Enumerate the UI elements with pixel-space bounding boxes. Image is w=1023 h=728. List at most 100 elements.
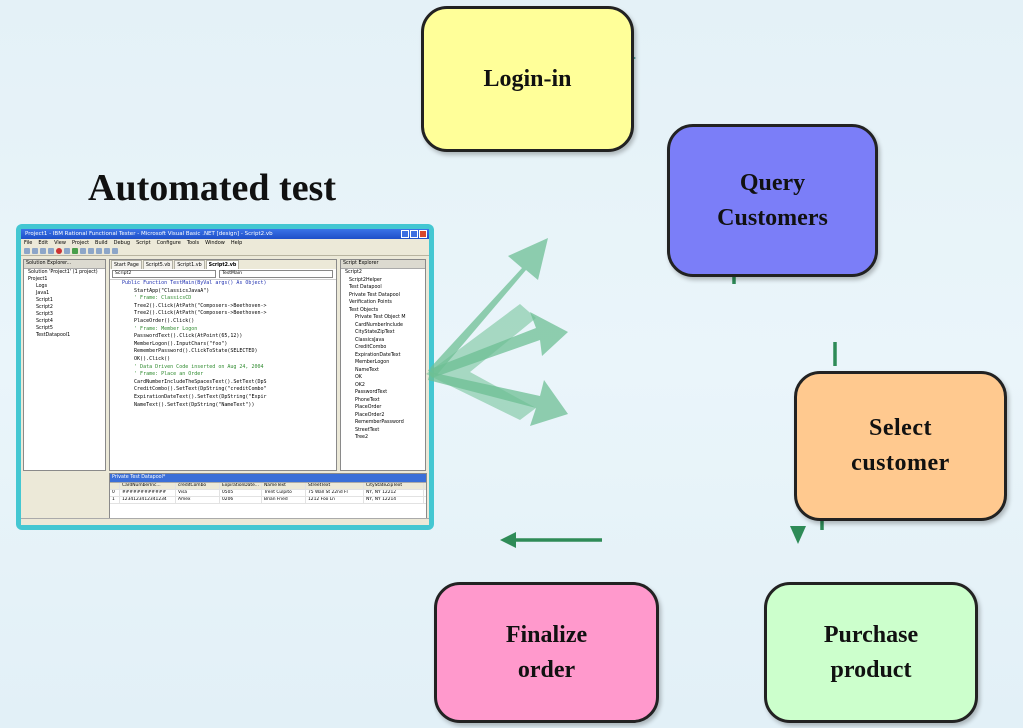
menu-item: Edit — [38, 240, 49, 246]
datapool-column-header: ExpirationDate... — [220, 483, 262, 489]
fan-arrow-upper — [430, 238, 548, 376]
tree-item: Solution 'Project1' (1 project) — [28, 270, 98, 275]
datapool-column-header: CardNumberInc... — [120, 483, 176, 489]
find-icon — [96, 248, 102, 254]
method-dropdown: TestMain — [219, 270, 333, 278]
step-purchase-product: Purchase product — [764, 582, 978, 723]
code-line: RememberPassword().ClickToState(SELECTED… — [122, 348, 258, 355]
editor-dropdowns: Script2 TestMain — [110, 269, 336, 280]
ide-screenshot: Project1 - IBM Rational Functional Teste… — [16, 224, 434, 530]
datapool-column-header: creditCombo — [176, 483, 220, 489]
editor-tab: Script1.vb — [174, 260, 205, 269]
step-purchase-label: Purchase product — [823, 621, 919, 683]
menu-item: View — [54, 240, 66, 246]
code-line: NameText().SetText(DpString("NameText")) — [122, 401, 255, 408]
tree-item: CreditCombo — [355, 345, 387, 350]
new-icon — [24, 248, 30, 254]
fan-arrow-wide — [426, 304, 536, 420]
menu-item: Help — [230, 240, 243, 246]
datapool-column-header: NameText — [262, 483, 306, 489]
tree-item: Script2Helper — [349, 277, 382, 283]
datapool-column-header — [110, 483, 120, 489]
tree-item: NameText — [355, 367, 379, 373]
datapool-cell: Amex — [176, 497, 220, 503]
debug-icon — [80, 248, 86, 254]
tree-item: PlaceOrder — [355, 405, 382, 410]
tree-item: Test Objects — [349, 307, 379, 313]
open-icon — [32, 248, 38, 254]
datapool-cell: 1 — [110, 497, 120, 503]
code-line: PlaceOrder().Click() — [122, 317, 195, 324]
menu-item: File — [24, 240, 33, 246]
diagram-title: Automated test — [88, 167, 337, 209]
tree-item: CityStateZipText — [355, 330, 395, 335]
close-icon — [419, 230, 427, 238]
datapool-cell: 1234123412341234 — [120, 497, 176, 503]
copy-icon — [64, 248, 70, 254]
tree-item: Script4 — [36, 319, 53, 324]
step-login: Login-in — [421, 6, 634, 152]
menu-item: Project — [71, 240, 90, 246]
tree-item: PhoneText — [355, 397, 380, 403]
code-line: ' Frame: Member Logon — [122, 325, 198, 332]
menu-item: Configure — [156, 240, 181, 246]
tree-item: PasswordText — [355, 390, 388, 395]
cut-icon — [48, 248, 54, 254]
tree-item: OK2 — [355, 382, 365, 388]
step-finalize-order: Finalize order — [434, 582, 659, 723]
left-arrow-head — [500, 532, 516, 548]
datapool-cell: 0505 — [220, 490, 262, 496]
menu-item: Window — [205, 240, 225, 246]
datapool-column-header: StreetText — [306, 483, 364, 489]
code-line: Public Function TestMain(ByVal args() As… — [122, 280, 267, 286]
menu-item: Tools — [186, 240, 200, 246]
tree-item: Logs — [36, 284, 48, 289]
datapool-cell: NY, NY 12214 — [364, 497, 424, 503]
datapool-cell: 1212 Foo Ln — [306, 497, 364, 503]
tree-item: MemberLogon — [355, 360, 390, 365]
tree-item: RememberPassword — [355, 420, 404, 425]
step-query-label: Query Customers — [717, 169, 828, 231]
code-line: MemberLogon().InputChars("foo") — [122, 340, 228, 347]
tree-item: StreetText — [355, 427, 380, 433]
menu-item: Build — [95, 240, 108, 246]
ide-menubar: File Edit View Project Build Debug Script Confi… — [21, 239, 429, 247]
ide-toolbar — [21, 247, 429, 256]
editor-tab: Start Page — [111, 260, 142, 269]
menu-item: Script — [136, 240, 151, 246]
tree-item: Java1 — [36, 291, 50, 296]
tree-item: Script2 — [36, 305, 53, 310]
code-line: ' Frame: Place an Order — [122, 371, 204, 378]
tree-item: Verification Points — [349, 300, 392, 305]
ide-titlebar: Project1 - IBM Rational Functional Teste… — [21, 229, 429, 239]
menu-item: Debug — [113, 240, 131, 246]
datapool-cell: ############ — [120, 490, 176, 496]
ide-statusbar — [21, 518, 429, 525]
tree-item: Private Test Object M — [355, 315, 406, 320]
maximize-icon — [410, 230, 418, 238]
datapool-cell: Visa — [176, 490, 220, 496]
datapool-cell: 0 — [110, 490, 120, 496]
tree-item: TestDatapool1 — [36, 333, 71, 338]
window-controls — [401, 230, 427, 238]
tree-item: ExpirationDateText — [355, 352, 401, 358]
code-line: ' Data Driven Code inserted on Aug 24, 2… — [122, 363, 264, 370]
fan-arrows — [426, 238, 568, 426]
step-select-label: Select customer — [851, 415, 950, 476]
code-line: PasswordText().Click(AtPoint(65,12)) — [122, 333, 243, 340]
editor-tab: Script5.vb — [142, 260, 174, 269]
code-line: StartApp("ClassicsJavaA") — [122, 287, 210, 294]
step-select-customer: Select customer — [794, 371, 1007, 521]
datapool-cell: 0206 — [220, 497, 262, 503]
step-query-customers: Query Customers — [667, 124, 878, 277]
datapool-cell: Brian Fried — [262, 497, 306, 503]
down-arrow-head — [790, 526, 806, 544]
